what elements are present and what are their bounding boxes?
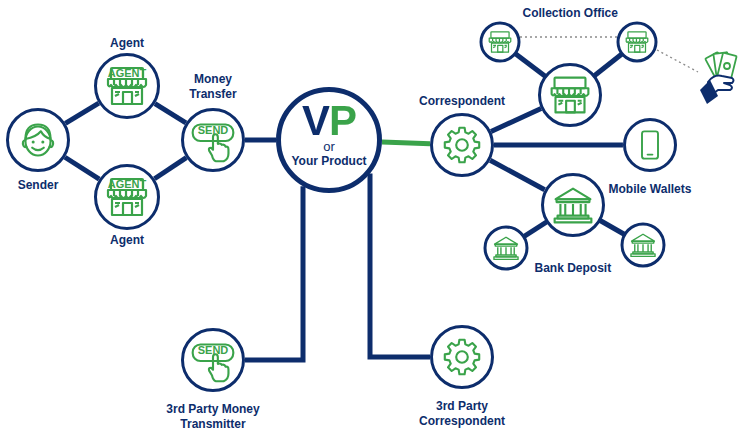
node: Bank Deposit <box>535 173 612 276</box>
hub-text: or <box>323 140 335 154</box>
money-hand-icon <box>700 52 737 104</box>
node-label: Collection Office <box>523 6 618 21</box>
node-circle <box>541 173 605 237</box>
node-label: Agent <box>110 36 144 51</box>
store-icon <box>97 167 157 227</box>
send-icon <box>184 331 242 389</box>
node-text: SEND <box>198 124 229 136</box>
node-circle: AGENT <box>94 53 160 119</box>
connector-line <box>494 143 623 148</box>
small-office-circle <box>618 23 656 61</box>
node: AgentAGENT <box>94 36 160 119</box>
small-office-circle <box>481 23 519 61</box>
node: Correspondent <box>419 94 505 177</box>
small-bank-circle <box>622 224 664 266</box>
node: Money TransferSEND <box>181 72 245 172</box>
node-circle <box>430 325 494 389</box>
node-text: AGENT <box>108 67 147 79</box>
gear-icon <box>433 116 491 174</box>
node-label: Money Transfer <box>183 72 243 102</box>
hub-text: Your Product <box>291 154 366 168</box>
node-label: Sender <box>18 178 59 193</box>
node-circle: SEND <box>181 328 245 392</box>
node: SEND 3rd Party Money Transmitter <box>156 328 271 432</box>
connector-line <box>491 108 541 131</box>
store-icon <box>97 56 157 116</box>
node-circle <box>623 118 677 172</box>
send-icon <box>184 111 242 169</box>
node-label: Agent <box>110 233 144 248</box>
node-circle: AGENT <box>94 164 160 230</box>
connector-line <box>382 142 430 144</box>
connector-line <box>245 186 303 360</box>
connector-line <box>65 157 99 179</box>
node: Collection Office <box>523 6 618 127</box>
small-bank-circle <box>485 227 527 269</box>
node-label: Bank Deposit <box>535 261 612 276</box>
node-circle <box>430 113 494 177</box>
bank-icon <box>544 176 602 234</box>
node-label: 3rd Party Correspondent <box>412 399 512 429</box>
connector-line <box>155 158 187 179</box>
node-circle <box>538 63 602 127</box>
node: VPorYour Product <box>276 87 382 193</box>
face-icon <box>9 111 67 169</box>
node: AGENT Agent <box>94 164 160 248</box>
node-circle: SEND <box>181 108 245 172</box>
logo-text: VP <box>302 102 356 140</box>
node: Mobile Wallets <box>609 118 692 197</box>
dotted-link <box>520 37 698 72</box>
node: Sender <box>6 108 70 193</box>
node-text: AGENT <box>108 178 147 190</box>
connector-line <box>65 103 98 123</box>
node-label: Correspondent <box>419 94 505 109</box>
phone-icon <box>626 121 674 169</box>
node-text: SEND <box>198 344 229 356</box>
node: 3rd Party Correspondent <box>412 325 512 429</box>
node-circle <box>6 108 70 172</box>
node-label: 3rd Party Money Transmitter <box>156 402 271 432</box>
gear-icon <box>433 328 491 386</box>
connector-line <box>370 174 430 357</box>
node-label: Mobile Wallets <box>609 182 692 197</box>
connector-line <box>245 138 276 143</box>
product-hub-circle: VPorYour Product <box>276 87 382 193</box>
connector-line <box>490 160 545 190</box>
connector-line <box>155 104 186 123</box>
store-icon <box>541 66 599 124</box>
